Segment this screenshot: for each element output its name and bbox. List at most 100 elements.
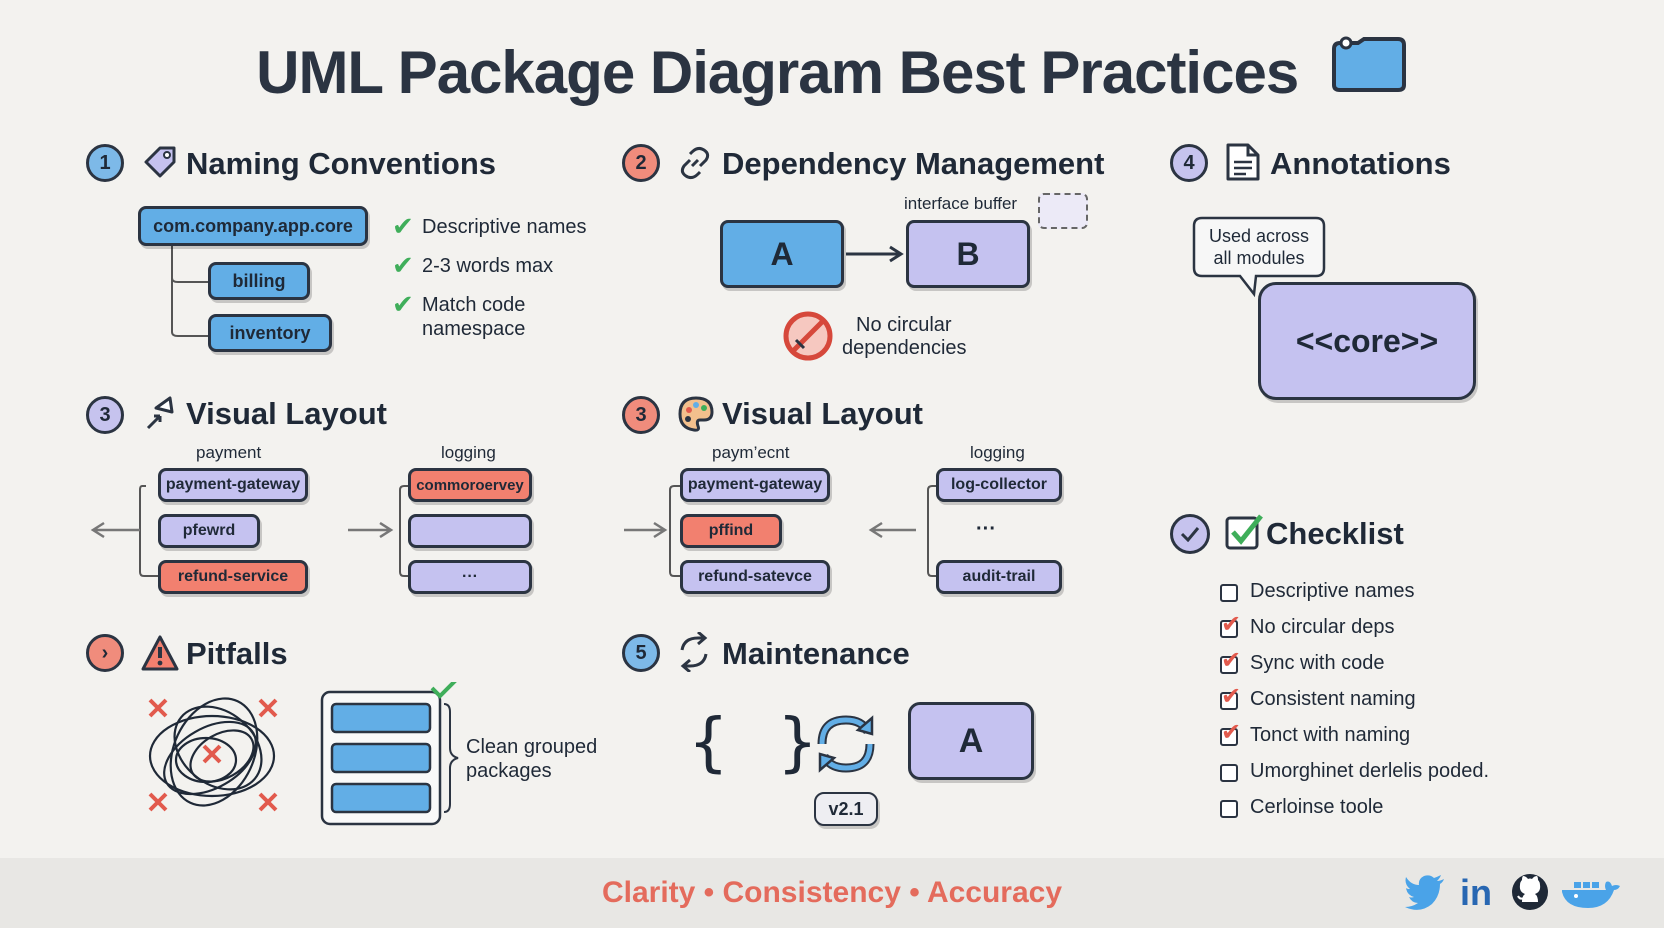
package-refund-service: refund-service [158,560,308,594]
package-billing: billing [208,262,310,300]
clean-label-2: packages [466,760,552,782]
interface-buffer-box [1038,193,1088,229]
palette-icon [676,394,716,439]
checklist-number-icon [1170,514,1210,554]
checklist-item-label: No circular deps [1250,616,1395,638]
checklist-checkbox[interactable] [1220,620,1238,638]
section-title-naming: Naming Conventions [186,146,497,181]
tangled-dependencies [148,697,278,812]
package-audit-trail: audit-trail [936,560,1062,594]
footer-bar [0,858,1664,928]
note-line-1: Used across [1208,226,1310,246]
footer-tagline: Clarity • Consistency • Accuracy [601,876,1063,909]
package-log-collector: log-collector [936,468,1062,502]
check-icon: ✔ [392,289,414,319]
checklist-item-label: Cerloinse toole [1250,796,1384,818]
version-badge: v2.1 [814,792,878,826]
twitter-icon[interactable] [1404,874,1446,915]
checklist-checkbox[interactable] [1220,584,1238,602]
package-commoroervey: commoroervey [408,468,532,502]
section-title-pitfalls: Pitfalls [186,636,288,671]
group-label-logging-right: logging [970,443,1025,462]
folder-icon [1328,35,1408,107]
section-title-maintenance: Maintenance [722,636,910,671]
section-title-annotations: Annotations [1270,146,1451,181]
checkbox-checked-icon [1224,512,1264,557]
package-inventory: inventory [208,314,332,352]
tree-connectors [171,240,210,337]
section-title-visual-right: Visual Layout [722,396,923,431]
github-icon[interactable] [1510,872,1550,917]
section-number-1: 1 [86,144,124,182]
linkedin-icon[interactable]: in [1460,872,1492,913]
page-title: UML Package Diagram Best Practices [0,35,1664,113]
clean-label-1: Clean grouped [466,736,598,758]
checkmark-icon: ✔ [1221,683,1242,710]
checkmark-icon: ✔ [1221,719,1242,746]
no-entry-icon [782,310,834,367]
sync-arrows-icon [674,630,714,677]
checkmark-icon: ✔ [1221,611,1242,638]
checklist-checkbox[interactable] [1220,764,1238,782]
checklist-item-label: Descriptive names [1250,580,1415,602]
tag-icon [142,144,178,185]
no-circular-1: No circular [856,314,952,336]
section-title-dependency: Dependency Management [722,146,1105,181]
checklist-item-label: Sync with code [1250,652,1385,674]
tip-match: Match code [422,294,526,316]
section-number-pitfalls: › [86,634,124,672]
group-label-payment: payment [196,443,262,462]
clean-package-stack [320,682,459,826]
note-line-2: all modules [1213,248,1305,268]
warning-icon [140,634,180,677]
checklist-item-label: Consistent naming [1250,688,1416,710]
package-pfewrd: pfewrd [158,514,260,548]
group-connectors-logging [348,485,412,577]
ellipsis-label: ··· [976,518,996,540]
section-title-visual-left: Visual Layout [186,396,387,431]
package-pffind: pffind [680,514,782,548]
refresh-icon [812,710,880,783]
package-a-maintenance: A [908,702,1034,780]
docker-icon[interactable] [1560,876,1620,917]
document-icon [1224,142,1262,187]
group-connectors-right [624,485,682,577]
section-number-5: 5 [622,634,660,672]
checklist-checkbox[interactable] [1220,656,1238,674]
check-icon: ✔ [392,211,414,241]
tip-descriptive: Descriptive names [422,216,587,238]
page-title-text: UML Package Diagram Best Practices [256,39,1299,106]
package-payment-gateway-right: payment-gateway [680,468,830,502]
no-circular-2: dependencies [842,337,967,359]
package-a: A [720,220,844,288]
package-b: B [906,220,1030,288]
check-icon: ✔ [392,250,414,280]
package-refund-satevce: refund-satevce [680,560,830,594]
section-number-3-right: 3 [622,396,660,434]
link-icon [676,144,714,187]
group-label-payment-right: paym’ecnt [712,443,790,462]
tip-words: 2-3 words max [422,255,554,277]
checklist-checkbox[interactable] [1220,800,1238,818]
package-root: com.company.app.core [138,206,368,246]
checkmark-icon: ✔ [1221,647,1242,674]
section-number-4: 4 [1170,144,1208,182]
package-empty [408,514,532,548]
core-stereotype-package: <<core>> [1258,282,1476,400]
layout-arrows-icon [142,394,178,439]
code-braces: { } [688,706,832,780]
section-number-2: 2 [622,144,660,182]
buffer-label: interface buffer [904,194,1018,213]
checklist-item-label: Tonct with naming [1250,724,1411,746]
note-bubble [1192,216,1326,298]
group-connectors-logging-right [868,485,938,577]
section-title-checklist: Checklist [1266,516,1404,551]
group-connectors-left [90,485,160,577]
checklist-checkbox[interactable] [1220,728,1238,746]
checklist-item-label: Umorghinet derlelis poded. [1250,760,1490,782]
package-ellipsis: ··· [408,560,532,594]
dependency-arrow [846,245,904,263]
package-payment-gateway: payment-gateway [158,468,308,502]
checklist-checkbox[interactable] [1220,692,1238,710]
tip-namespace: namespace [422,318,526,340]
